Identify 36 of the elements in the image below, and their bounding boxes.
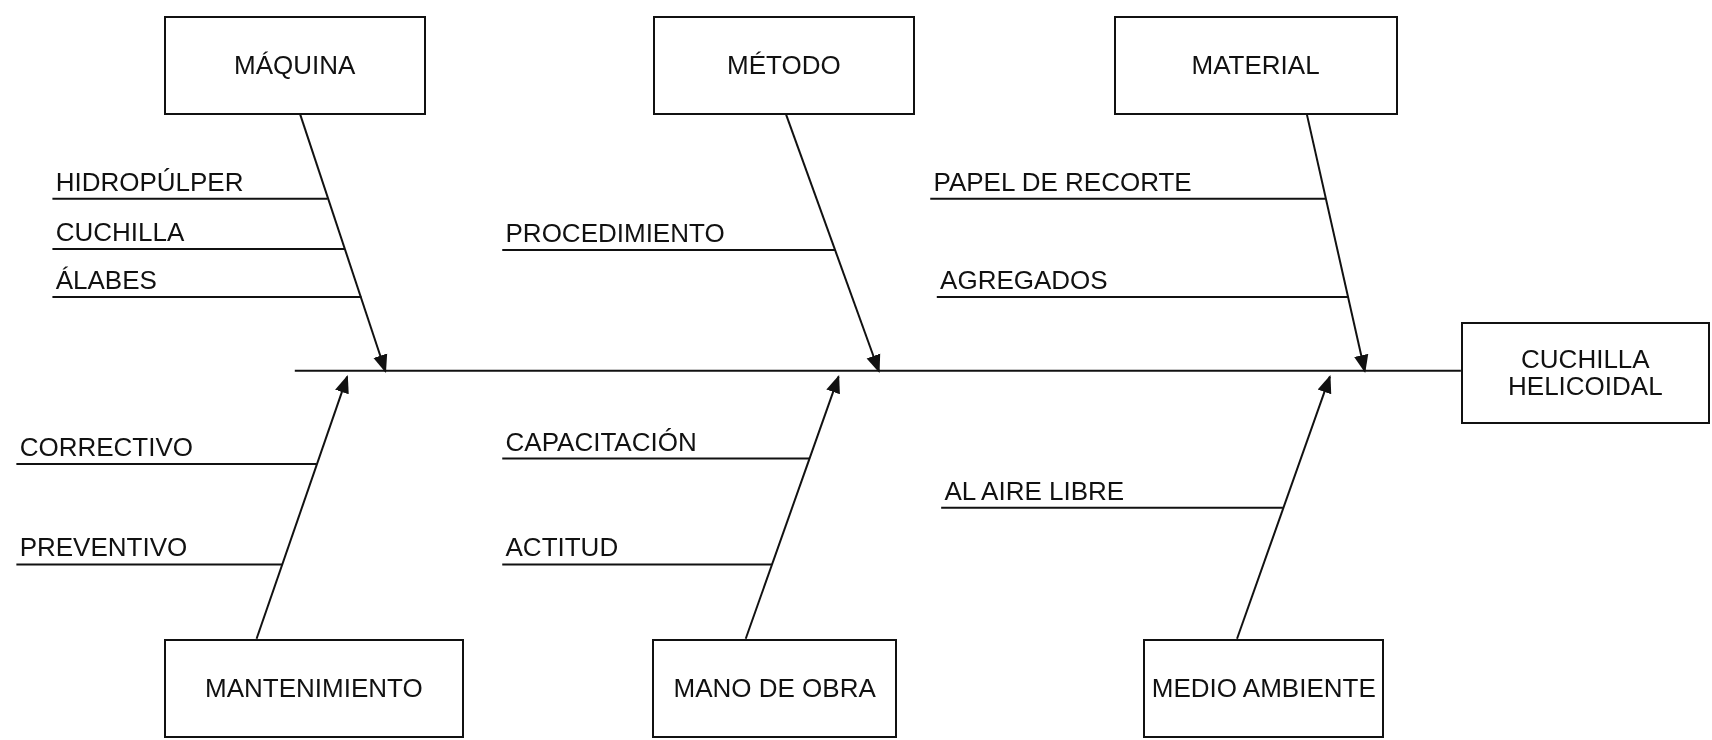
cause-label: ACTITUD — [505, 534, 619, 561]
cause-label: CAPACITACIÓN — [505, 428, 697, 455]
category-box: MATERIAL — [1113, 16, 1398, 115]
cause-line — [940, 506, 1284, 509]
cause-label: PREVENTIVO — [19, 534, 188, 561]
bone-arrow — [785, 113, 881, 373]
bone-arrow — [299, 113, 388, 373]
category-box: MÁQUINA — [163, 16, 426, 115]
cause-label: ÁLABES — [55, 266, 157, 293]
cause-label: AGREGADOS — [940, 266, 1108, 293]
cause-label: PROCEDIMIENTO — [505, 220, 725, 246]
cause-label: PAPEL DE RECORTE — [933, 168, 1192, 195]
bone-arrow — [1305, 113, 1369, 373]
spine-line — [293, 369, 1462, 372]
cause-line — [15, 563, 284, 566]
cause-label: CORRECTIVO — [19, 434, 193, 460]
cause-line — [15, 463, 318, 466]
category-box: MÉTODO — [652, 16, 915, 115]
cause-line — [501, 563, 773, 566]
cause-line — [51, 296, 363, 298]
cause-line — [501, 457, 811, 460]
category-box: MEDIO AMBIENTE — [1143, 638, 1385, 739]
cause-line — [51, 247, 346, 250]
bone-arrow — [255, 375, 349, 640]
category-box: MANTENIMIENTO — [163, 638, 464, 739]
cause-line — [51, 197, 329, 200]
bone-arrow — [1236, 375, 1332, 640]
cause-label: AL AIRE LIBRE — [944, 477, 1125, 504]
category-box: MANO DE OBRA — [651, 638, 898, 739]
cause-line — [929, 197, 1327, 200]
bone-arrow — [744, 375, 840, 640]
cause-line — [501, 249, 837, 252]
cause-label: CUCHILLA — [55, 218, 185, 245]
cause-line — [935, 296, 1350, 298]
effect-box: CUCHILLA HELICOIDAL — [1460, 322, 1710, 424]
cause-label: HIDROPÚLPER — [55, 168, 244, 195]
